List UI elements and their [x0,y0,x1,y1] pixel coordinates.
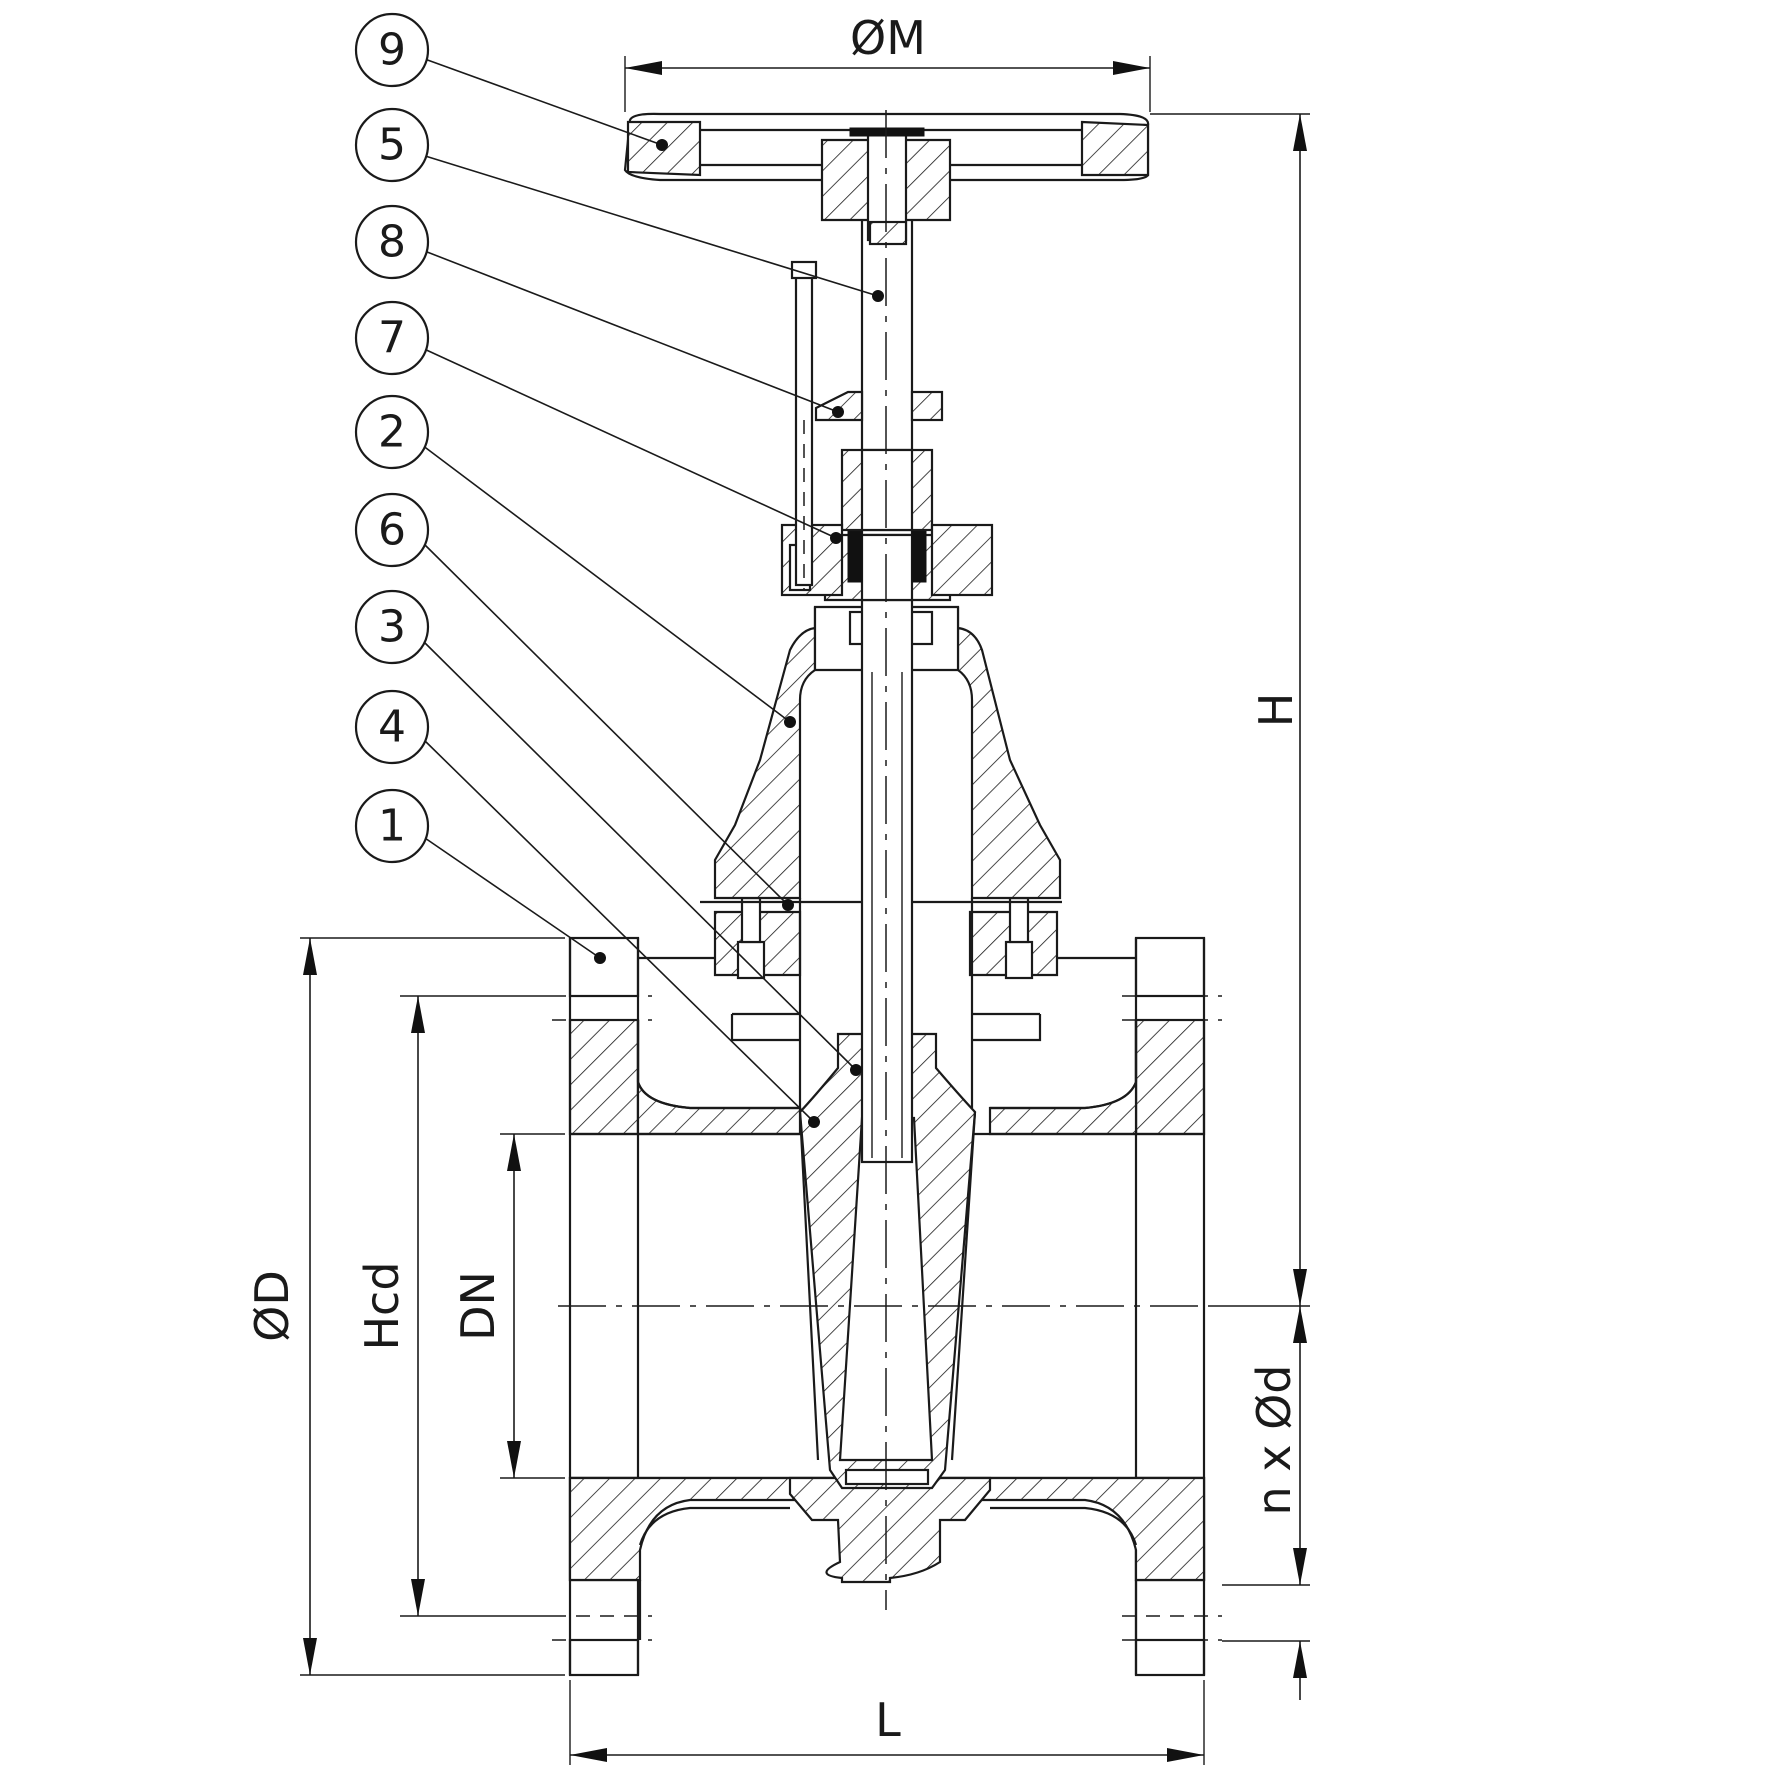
body-upper-right-contour [990,1020,1138,1110]
right-flange-bottom-cap [1134,1638,1206,1677]
callout-3: 3 [354,589,430,665]
bonnet-body-joint [638,896,1136,1042]
stem-in-box [860,533,914,602]
stem-end-nut [868,220,908,246]
callout-9: 9 [354,12,430,88]
callout-leaders [421,57,884,1128]
body-upper-left-contour [636,1020,800,1110]
right-guide-slot [972,1012,1042,1042]
dimension-label-d: ØD [245,1270,299,1342]
left-bolt-shank [740,896,762,944]
body-bottom-pocket [788,1476,992,1584]
callout-label: 9 [378,25,406,76]
callout-label: 5 [378,120,406,171]
valve-body [568,936,1206,1677]
right-gland-bolt-boss [930,523,994,597]
stem-in-gland [860,448,914,532]
packing-left [847,529,863,583]
callout-2: 2 [354,394,430,470]
callout-7: 7 [354,300,430,376]
callout-label: 8 [378,217,406,268]
stem [860,210,914,1164]
body-lower-left-contour [638,1506,790,1546]
hub-nut-top [849,127,925,137]
packing-right [911,529,927,583]
left-bolt-head [736,940,766,980]
left-flange-bottom-cap [568,1638,640,1677]
dimension-label-m: ØM [850,11,926,65]
right-flange-upper-section [1134,1018,1206,1136]
bolt-hole-hidden-lines [552,995,1222,1641]
callout-label: 4 [378,702,406,753]
callout-label: 3 [378,602,406,653]
stem-shaft [860,210,914,1164]
right-flange-top-cap [1134,936,1206,998]
body-upper-left-wall [636,1020,802,1136]
handwheel-rim-right-section [1080,120,1150,177]
callout-label: 1 [378,801,406,852]
bonnet-left-wall [713,607,817,900]
bonnet-right-wall [956,607,1062,900]
right-bolt-head [1004,940,1034,980]
indicator-plate-left [814,390,864,422]
callout-8: 8 [354,204,430,280]
callout-label: 7 [378,313,406,364]
callout-1: 1 [354,788,430,864]
callout-5: 5 [354,107,430,183]
body-lower-right-contour [990,1506,1138,1546]
left-flange-top-cap [568,936,640,998]
body-upper-right-wall [988,1020,1138,1136]
dimension-label-l: L [875,1693,901,1747]
callout-6: 6 [354,492,430,568]
callout-label: 2 [378,407,406,458]
wedge-bottom-nut [844,1468,930,1486]
dimension-lines [300,56,1310,1765]
left-flange-upper-section [568,1018,640,1136]
right-bolt-shank [1008,896,1030,944]
left-guide-slot [730,1012,800,1042]
wedge-coating-lines [798,1111,977,1461]
gland-packing [780,260,994,602]
dimension-label-hcd: Hcd [355,1261,409,1350]
dimension-label-h: H [1249,693,1303,728]
callout-label: 6 [378,505,406,556]
indicator-plate-right [910,390,944,422]
callout-4: 4 [354,689,430,765]
dimension-label-dn: DN [451,1271,505,1341]
dimension-label-bolt-holes: n x Ød [1247,1364,1301,1515]
